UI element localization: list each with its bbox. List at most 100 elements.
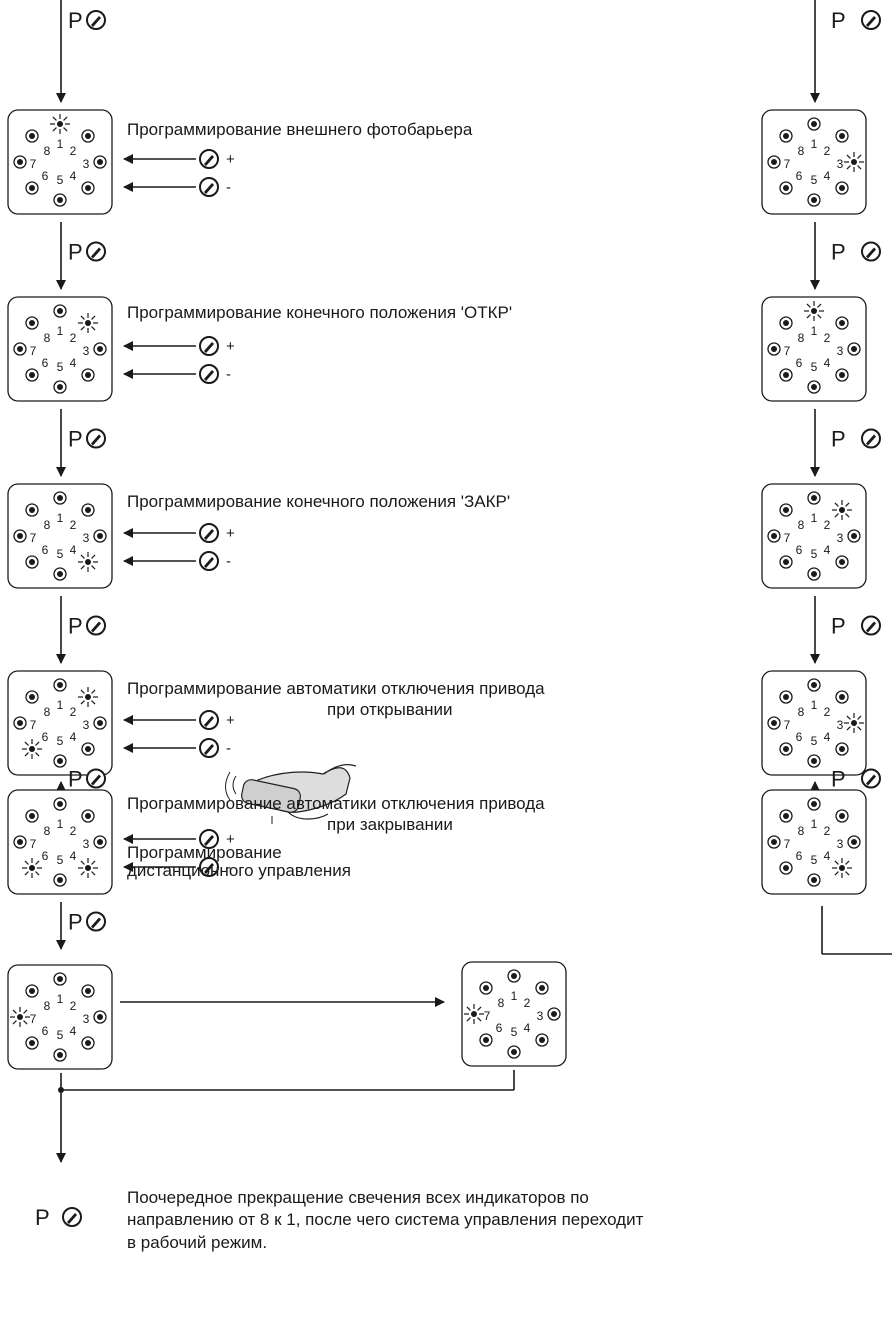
led-number-6: 6: [42, 543, 49, 557]
led-number-7: 7: [30, 1012, 37, 1026]
key-pen-mark: [866, 434, 876, 446]
step-key-icon: [199, 857, 219, 877]
p-key-icon: [86, 241, 106, 262]
led-6: [779, 555, 793, 569]
led-number-7: 7: [30, 837, 37, 851]
led-dot: [85, 1040, 91, 1046]
led-2: [81, 984, 95, 998]
led-number-7: 7: [784, 837, 791, 851]
led-number-6: 6: [42, 1024, 49, 1038]
led-4: [81, 181, 95, 195]
led-dot: [57, 1052, 63, 1058]
led-ray: [80, 565, 85, 570]
led-number-2: 2: [824, 824, 831, 838]
step-key-icon: [199, 149, 219, 169]
led-number-6: 6: [796, 849, 803, 863]
led-8: [779, 316, 793, 330]
led-dot: [783, 133, 789, 139]
step-key-icon: [199, 523, 219, 543]
led-ray: [80, 689, 85, 694]
led-5: [53, 380, 67, 394]
led-7: [767, 835, 781, 849]
led-8: [25, 503, 39, 517]
led-dot: [771, 346, 777, 352]
led-7: [13, 716, 27, 730]
led-4: [835, 181, 849, 195]
led-dot: [17, 533, 23, 539]
led-2: [81, 503, 95, 517]
key-pen-mark: [204, 835, 214, 846]
led-number-5: 5: [57, 1028, 64, 1042]
led-dot: [811, 197, 817, 203]
led-7: [13, 155, 27, 169]
led-number-1: 1: [811, 698, 818, 712]
led-2: [835, 316, 849, 330]
led-8: [479, 981, 493, 995]
key-pen-mark: [866, 774, 876, 786]
led-dot: [17, 720, 23, 726]
led-dot: [783, 865, 789, 871]
minus-sign: -: [226, 740, 231, 757]
led-number-6: 6: [796, 543, 803, 557]
led-number-6: 6: [42, 169, 49, 183]
led-dot: [29, 133, 35, 139]
led-number-7: 7: [30, 718, 37, 732]
led-dot: [811, 571, 817, 577]
step-key-icon: [199, 551, 219, 571]
led-2: [81, 129, 95, 143]
right-p-label: P: [831, 8, 846, 33]
step-key-icon: [199, 829, 219, 849]
led-number-8: 8: [44, 144, 51, 158]
led-core: [29, 746, 35, 752]
led-dot: [783, 694, 789, 700]
led-number-8: 8: [798, 824, 805, 838]
led-7: [767, 716, 781, 730]
led-dot: [57, 877, 63, 883]
led-8: [25, 984, 39, 998]
led-5: [807, 567, 821, 581]
led-number-7: 7: [30, 344, 37, 358]
led-2: [835, 129, 849, 143]
led-ray: [91, 700, 96, 705]
led-dot: [57, 976, 63, 982]
led-ray: [857, 165, 862, 170]
step-5-text: Программирование автоматики отключения п…: [127, 794, 545, 813]
led-ray: [23, 1009, 28, 1014]
step-key-icon: [199, 364, 219, 384]
led-number-4: 4: [824, 356, 831, 370]
led-ray: [466, 1017, 471, 1022]
led-ray: [63, 127, 68, 132]
plus-sign: +: [226, 525, 235, 542]
led-4: [835, 368, 849, 382]
led-ray: [846, 165, 851, 170]
led-dot: [811, 801, 817, 807]
led-dot: [57, 801, 63, 807]
led-dot: [551, 1011, 557, 1017]
led-number-7: 7: [784, 157, 791, 171]
led-number-5: 5: [811, 853, 818, 867]
right-p-key-icon: [861, 428, 881, 449]
led-ray: [806, 303, 811, 308]
right-p-label: P: [831, 427, 846, 452]
led-dot: [97, 1014, 103, 1020]
led-dot: [811, 384, 817, 390]
led-5: [53, 873, 67, 887]
led-5: [53, 754, 67, 768]
key-pen-mark: [204, 557, 214, 568]
led-ray: [845, 871, 850, 876]
led-number-4: 4: [70, 730, 77, 744]
led-dot: [511, 1049, 517, 1055]
led-number-4: 4: [70, 356, 77, 370]
key-pen-mark: [866, 16, 876, 27]
led-dot: [811, 121, 817, 127]
led-8: [779, 503, 793, 517]
plus-sign: +: [226, 338, 235, 355]
led-number-3: 3: [83, 157, 90, 171]
led-2: [835, 690, 849, 704]
key-pen-mark: [67, 1213, 77, 1224]
step-2-text: Программирование конечного положения 'ОТ…: [127, 303, 513, 322]
plus-sign: +: [226, 831, 235, 848]
final-text-line2: направлению от 8 к 1, после чего система…: [127, 1210, 644, 1229]
